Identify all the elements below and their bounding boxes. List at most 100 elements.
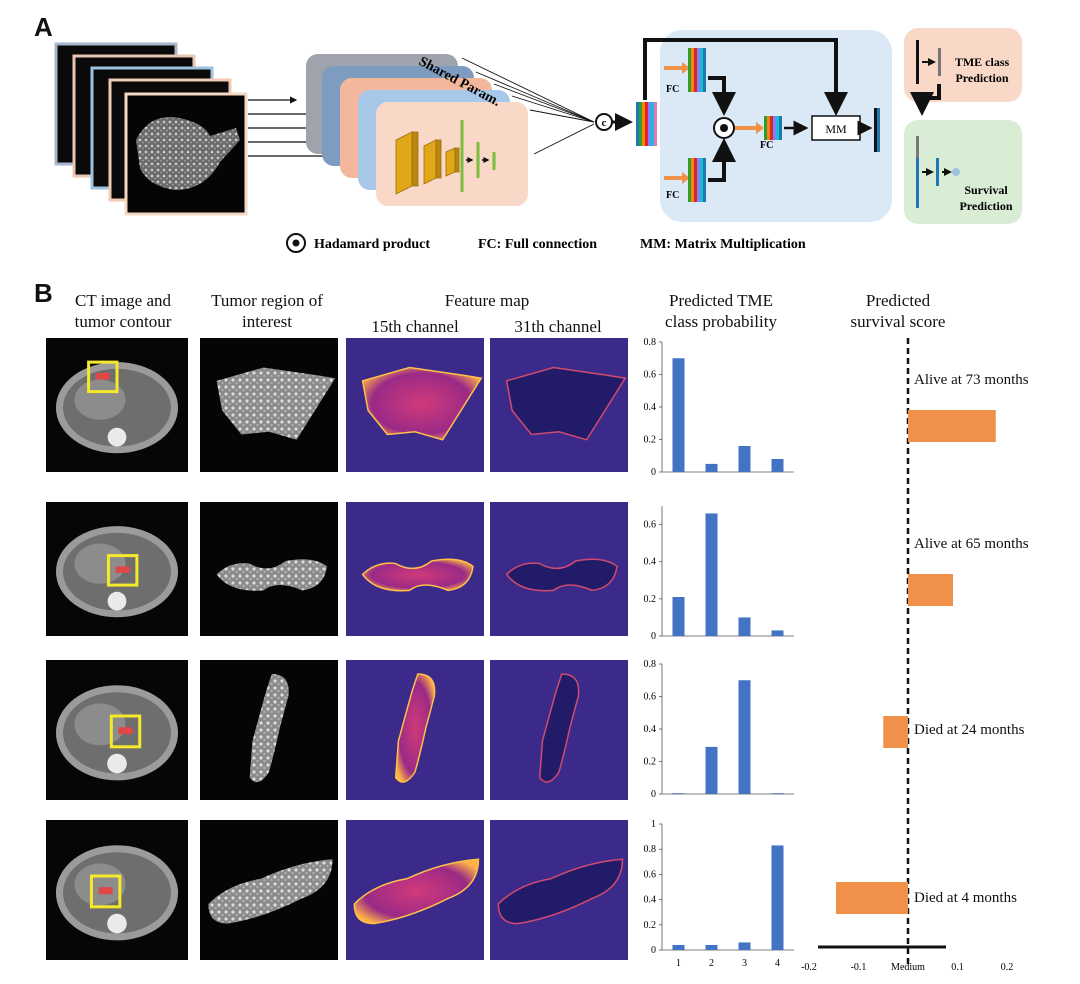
svg-text:Prediction: Prediction [955,71,1008,85]
tme-bar [771,793,784,794]
concat-feature-bars [636,102,657,146]
ct-spine [107,427,127,447]
tumor-contour [115,566,130,574]
tme-bar [738,942,751,950]
tumor-bounding-box [89,874,122,909]
ct-liver [74,543,126,584]
panel-a-letter: A [34,12,53,42]
tme-y-tick-label: 0.4 [644,724,657,735]
tme-y-tick-label: 0.4 [644,402,657,413]
tme-bar [738,680,751,794]
roi-tumor [249,674,289,783]
tme-bar [738,617,751,636]
survival-x-tick-label: 0.2 [1001,962,1014,973]
header-ch31: 31th channel [514,317,602,336]
tme-y-tick-label: 0.6 [644,869,657,880]
survival-x-tick-label: 0.1 [951,962,964,973]
feature-map-15-activation [394,673,436,783]
tme-y-tick-label: 0.6 [644,370,657,381]
svg-text:MM: MM [825,122,847,136]
tme-y-tick-label: 0.6 [644,520,657,531]
feature-map-15-activation [361,558,474,592]
tme-x-tick-label: 4 [775,958,780,969]
tme-y-tick-label: 0.4 [644,895,657,906]
feature-map-15-activation [361,366,483,441]
input-slice-stack [54,42,248,216]
conv-layers [395,131,460,195]
tme-y-tick-label: 0.2 [644,920,657,931]
feature-map-31-activation [538,673,580,783]
tme-bar [705,463,718,472]
ct-liver [74,703,126,746]
roi-tumor [216,559,327,591]
svg-text:MM: Matrix Multiplication: MM: Matrix Multiplication [640,237,806,252]
tme-y-tick-label: 0.8 [644,659,657,670]
tme-bar [672,597,685,636]
tme-x-tick-label: 2 [709,958,714,969]
outcome-label-1: Alive at 73 months [914,372,1029,388]
header-ch15: 15th channel [371,317,459,336]
ct-spine [107,913,127,934]
tme-y-tick-label: 0 [651,789,656,800]
svg-text:FC: FC [666,84,679,95]
svg-text:TME class: TME class [955,55,1010,69]
survival-x-tick-label: -0.2 [801,962,817,973]
survival-bar [908,574,953,606]
tme-y-tick-label: 0.2 [644,594,657,605]
tme-bar [771,459,784,472]
tme-y-tick-label: 0 [651,945,656,956]
tumor-contour [98,887,113,895]
tme-bar [738,446,751,472]
ct-liver [74,863,126,906]
outcome-label-2: Alive at 65 months [914,536,1029,552]
survival-prediction-box [904,120,1022,224]
survival-bar [836,882,908,914]
survival-bar [883,716,908,748]
tme-y-tick-label: 0 [651,631,656,642]
tme-bar [771,630,784,636]
tme-y-tick-label: 0.6 [644,692,657,703]
survival-x-tick-label: Medium [891,962,925,973]
roi-tumor [216,367,336,440]
svg-text:Prediction: Prediction [959,199,1012,213]
svg-text:FC: FC [666,190,679,201]
tme-x-tick-label: 3 [742,958,747,969]
survival-bar [908,410,996,442]
tme-y-tick-label: 0.4 [644,557,657,568]
tme-x-tick-label: 1 [676,958,681,969]
ct-spine [107,753,127,774]
ct-spine [107,591,127,611]
svg-text:Hadamard product: Hadamard product [314,237,430,252]
tumor-bounding-box [87,360,119,394]
svg-text:FC: FC [760,140,773,151]
architecture-diagram: c FC FC [54,28,1022,253]
tme-bar [672,358,685,472]
tumor-bounding-box [109,714,142,749]
survival-x-tick-label: -0.1 [851,962,867,973]
tme-bar [705,746,718,794]
feature-map-31-activation [505,558,618,592]
tme-y-tick-label: 1 [651,819,656,830]
tme-y-tick-label: 0.8 [644,337,657,348]
tme-y-tick-label: 0.2 [644,435,657,446]
tme-bar [672,793,685,794]
feature-map-31-activation [505,366,627,441]
tumor-contour [95,372,110,380]
tumor-bounding-box [106,554,139,587]
svg-text:c: c [602,117,607,129]
tme-bar [771,845,784,950]
feature-map-31-activation [497,858,624,925]
svg-text:FC: Full connection: FC: Full connection [478,237,597,252]
mm-box [811,115,861,141]
feature-map-15-activation [353,858,480,925]
tme-bar [705,944,718,950]
tme-bar [672,944,685,950]
tme-prediction-box [904,28,1022,102]
tme-y-tick-label: 0.8 [644,844,657,855]
tme-y-tick-label: 0 [651,467,656,478]
